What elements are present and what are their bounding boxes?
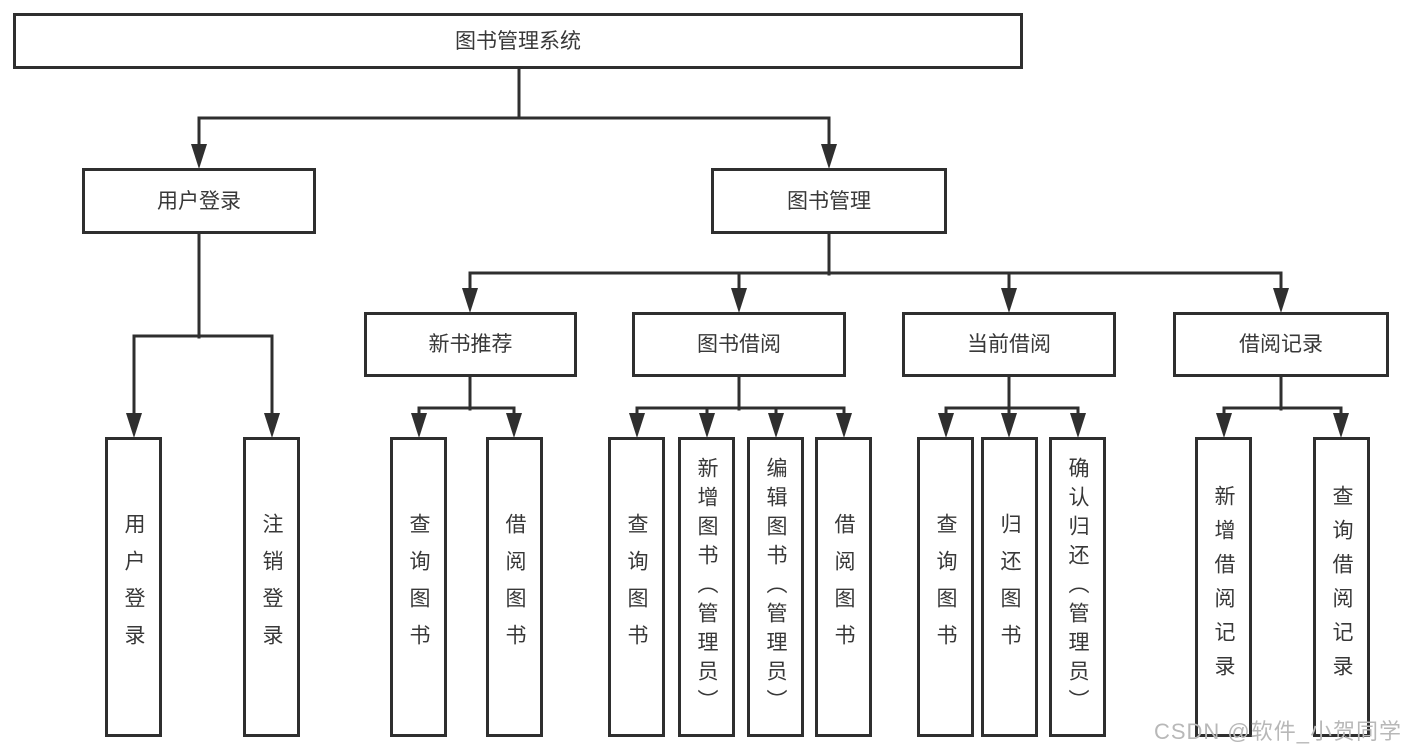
leaf-borrow-books-recommend: 借阅图书 bbox=[486, 437, 543, 737]
leaf-label: 注销登录 bbox=[260, 513, 283, 661]
leaf-label: 新增借阅记录 bbox=[1212, 485, 1235, 689]
node-label: 借阅记录 bbox=[1239, 333, 1323, 356]
leaf-query-books-borrow: 查询图书 bbox=[608, 437, 665, 737]
node-book-management-system: 图书管理系统 bbox=[13, 13, 1023, 69]
node-current-borrow: 当前借阅 bbox=[902, 312, 1116, 377]
leaf-label: 归还图书 bbox=[998, 513, 1021, 661]
leaf-add-books-admin: 新增图书（管理员） bbox=[678, 437, 735, 737]
leaf-label: 借阅图书 bbox=[503, 513, 526, 661]
leaf-label: 确认归还（管理员） bbox=[1066, 456, 1089, 718]
leaf-user-login: 用户登录 bbox=[105, 437, 162, 737]
node-label: 图书借阅 bbox=[697, 333, 781, 356]
leaf-confirm-return-admin: 确认归还（管理员） bbox=[1049, 437, 1106, 737]
node-label: 新书推荐 bbox=[428, 333, 513, 356]
leaf-label: 查询借阅记录 bbox=[1330, 485, 1353, 689]
leaf-query-borrow-record: 查询借阅记录 bbox=[1313, 437, 1370, 737]
node-borrow-records: 借阅记录 bbox=[1173, 312, 1389, 377]
node-label: 图书管理 bbox=[787, 189, 871, 213]
leaf-label: 查询图书 bbox=[407, 513, 430, 661]
node-label: 图书管理系统 bbox=[455, 29, 581, 53]
leaf-edit-books-admin: 编辑图书（管理员） bbox=[747, 437, 804, 737]
leaf-label: 新增图书（管理员） bbox=[695, 456, 718, 718]
node-label: 用户登录 bbox=[157, 189, 241, 213]
node-label: 当前借阅 bbox=[967, 333, 1051, 356]
leaf-logout: 注销登录 bbox=[243, 437, 300, 737]
leaf-label: 编辑图书（管理员） bbox=[764, 456, 787, 718]
leaf-query-books-current: 查询图书 bbox=[917, 437, 974, 737]
node-book-borrow: 图书借阅 bbox=[632, 312, 846, 377]
node-user-login: 用户登录 bbox=[82, 168, 316, 234]
leaf-label: 查询图书 bbox=[934, 513, 957, 661]
leaf-borrow-books: 借阅图书 bbox=[815, 437, 872, 737]
leaf-add-borrow-record: 新增借阅记录 bbox=[1195, 437, 1252, 737]
leaf-label: 查询图书 bbox=[625, 513, 648, 661]
node-new-book-recommend: 新书推荐 bbox=[364, 312, 577, 377]
leaf-label: 用户登录 bbox=[122, 513, 145, 661]
leaf-return-books: 归还图书 bbox=[981, 437, 1038, 737]
csdn-watermark: CSDN @软件_小贺同学 bbox=[1153, 719, 1402, 744]
node-book-management: 图书管理 bbox=[711, 168, 947, 234]
leaf-label: 借阅图书 bbox=[832, 513, 855, 661]
leaf-query-books-recommend: 查询图书 bbox=[390, 437, 447, 737]
